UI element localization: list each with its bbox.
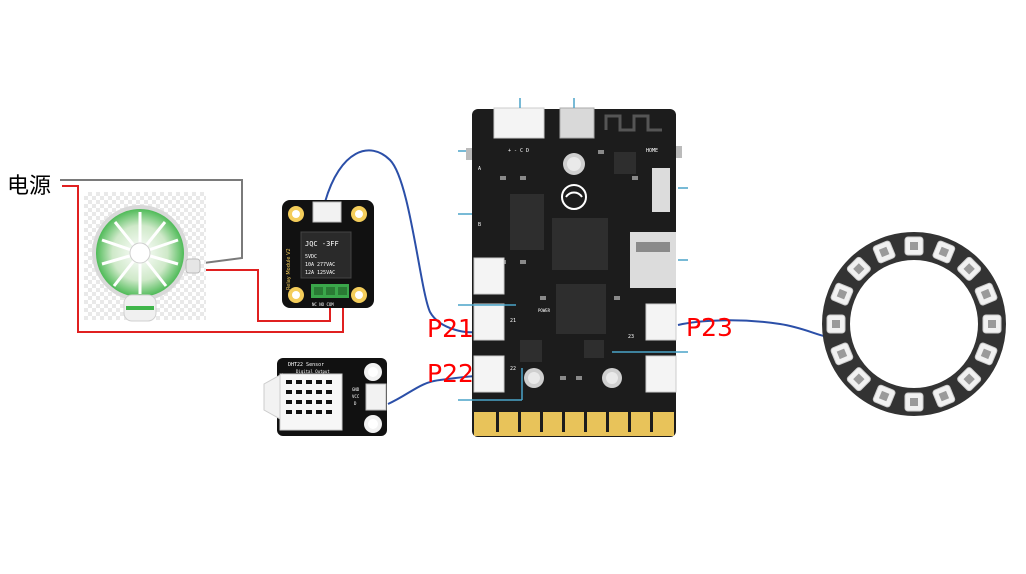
relay-spec-3: 12A 125VAC	[305, 270, 335, 276]
label-p22: P22	[427, 359, 474, 388]
fan-wire-red	[186, 269, 331, 322]
led-core-5	[910, 398, 918, 406]
led-core-8	[836, 348, 848, 360]
led-core-10	[836, 288, 848, 300]
power-wire-gray	[60, 179, 243, 265]
led-core-7	[853, 373, 865, 385]
led-core-9	[832, 320, 840, 328]
relay-spec-1: 5VDC	[305, 254, 317, 260]
led-core-15	[963, 263, 975, 275]
dht22-sensor: DHT22 Sensor Digital Output GND VCC D	[263, 358, 387, 436]
wires	[60, 149, 825, 405]
led-core-14	[938, 246, 950, 258]
relay-chip-label: JQC -3FF	[305, 240, 339, 248]
led-ring-leds	[826, 236, 1002, 412]
board-pin-a-label: A	[478, 166, 481, 172]
dht-pin-b: VCC	[352, 394, 360, 399]
led-core-13	[910, 242, 918, 250]
dht-signal-wire	[387, 375, 479, 405]
led-core-4	[938, 390, 950, 402]
dht-subtitle: Digital Output	[296, 369, 330, 374]
led-core-11	[853, 263, 865, 275]
led-core-6	[878, 390, 890, 402]
power-label: 电源	[7, 174, 51, 199]
relay-spec-2: 10A 277VAC	[305, 262, 335, 268]
board-p22-label: 22	[510, 366, 516, 372]
relay-side-label: Relay Module V2	[286, 248, 292, 290]
led-core-3	[963, 373, 975, 385]
led-ring	[822, 232, 1006, 416]
dht-pin-c: D	[354, 401, 357, 406]
led-core-2	[980, 348, 992, 360]
label-p23: P23	[686, 313, 733, 342]
board-home-label: HOME	[646, 148, 658, 154]
relay-signal-wire	[324, 149, 481, 334]
led-core-16	[980, 288, 992, 300]
board-p23-label: 23	[628, 334, 634, 340]
dht-title: DHT22 Sensor	[288, 362, 324, 368]
board-p21-label: 21	[510, 318, 516, 324]
led-core-1	[988, 320, 996, 328]
controller-board: + - C D HOME A B	[458, 98, 688, 437]
fan	[84, 192, 206, 322]
board-conn-top-label: + - C D	[508, 148, 529, 154]
label-p21: P21	[427, 314, 474, 343]
board-power-label: POWER	[538, 308, 551, 313]
dht-pin-a: GND	[352, 387, 360, 392]
relay-terminal-labels: NC NO COM	[312, 302, 334, 307]
power-wire-red	[62, 185, 344, 333]
ring-signal-wire	[677, 319, 825, 337]
led-core-12	[878, 246, 890, 258]
board-pin-b-label: B	[478, 222, 481, 228]
relay-module: JQC -3FF 5VDC 10A 277VAC 12A 125VAC Rela…	[282, 200, 374, 308]
